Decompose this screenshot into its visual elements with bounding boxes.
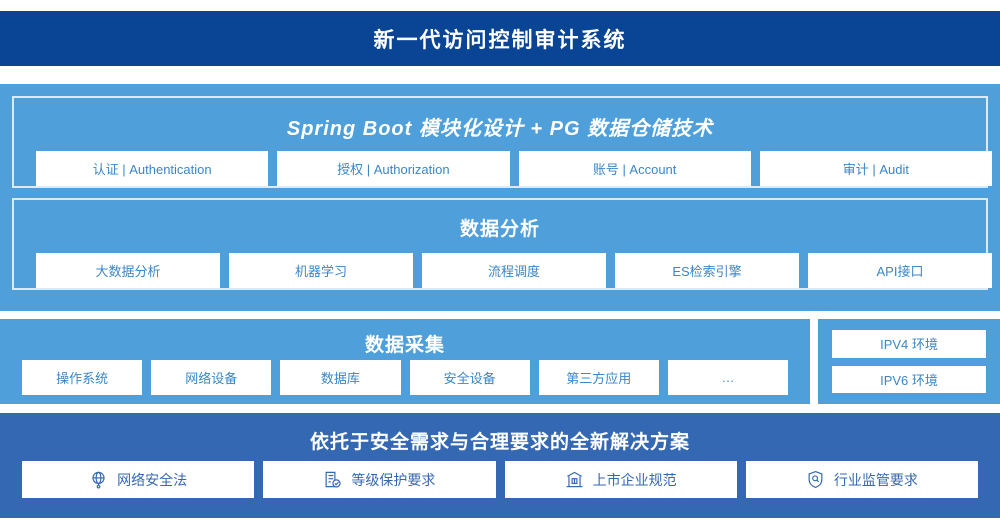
card-industry-supervision[interactable]: 行业监管要求: [745, 461, 978, 498]
card-network-device[interactable]: 网络设备: [151, 360, 272, 395]
card-label: 上市企业规范: [592, 471, 677, 488]
card-ipv6-environment[interactable]: IPV6 环境: [832, 365, 986, 393]
card-label: 等级保护要求: [351, 471, 436, 488]
document-check-icon: [323, 470, 342, 489]
bank-icon: [565, 470, 584, 489]
page-header: 新一代访问控制审计系统: [0, 11, 1000, 66]
card-authentication[interactable]: 认证 | Authentication: [36, 151, 269, 186]
architecture-panel: Spring Boot 模块化设计 + PG 数据仓储技术 认证 | Authe…: [0, 84, 1000, 311]
data-analysis-title: 数据分析: [459, 219, 540, 240]
card-security-device[interactable]: 安全设备: [409, 360, 530, 395]
spring-boot-group: Spring Boot 模块化设计 + PG 数据仓储技术 认证 | Authe…: [12, 96, 992, 188]
shield-search-icon: [806, 470, 825, 489]
data-collection-card-row: 操作系统 网络设备 数据库 安全设备 第三方应用 …: [22, 360, 789, 395]
data-analysis-group: 数据分析 大数据分析 机器学习 流程调度 ES检索引擎 API接口: [12, 198, 992, 290]
page-title: 新一代访问控制审计系统: [373, 28, 627, 52]
card-process-scheduling[interactable]: 流程调度: [422, 253, 606, 288]
card-more-ellipsis[interactable]: …: [667, 360, 789, 395]
card-database[interactable]: 数据库: [280, 360, 401, 395]
card-listed-company-standard[interactable]: 上市企业规范: [504, 461, 737, 498]
card-label: 网络安全法: [117, 471, 188, 488]
data-analysis-card-row: 大数据分析 机器学习 流程调度 ES检索引擎 API接口: [36, 253, 992, 288]
card-audit[interactable]: 审计 | Audit: [759, 151, 992, 186]
solutions-card-row: 网络安全法 等级保护要求: [22, 461, 978, 498]
solutions-panel: 依托于安全需求与合理要求的全新解决方案 网络安全法: [0, 413, 1000, 518]
environment-panel: IPV4 环境 IPV6 环境: [818, 319, 1000, 404]
globe-icon: [89, 470, 108, 489]
spring-boot-card-row: 认证 | Authentication 授权 | Authorization 账…: [36, 151, 992, 186]
card-api-interface[interactable]: API接口: [808, 253, 992, 288]
card-es-search-engine[interactable]: ES检索引擎: [615, 253, 799, 288]
card-cybersecurity-law[interactable]: 网络安全法: [22, 461, 255, 498]
card-classified-protection[interactable]: 等级保护要求: [263, 461, 496, 498]
card-big-data-analysis[interactable]: 大数据分析: [36, 253, 220, 288]
card-ipv4-environment[interactable]: IPV4 环境: [832, 330, 986, 358]
data-collection-title: 数据采集: [364, 335, 445, 356]
card-third-party-app[interactable]: 第三方应用: [538, 360, 659, 395]
card-operating-system[interactable]: 操作系统: [22, 360, 143, 395]
card-account[interactable]: 账号 | Account: [518, 151, 751, 186]
card-authorization[interactable]: 授权 | Authorization: [277, 151, 510, 186]
data-collection-panel: 数据采集 操作系统 网络设备 数据库 安全设备 第三方应用 …: [0, 319, 810, 404]
card-label: 行业监管要求: [833, 471, 918, 488]
card-machine-learning[interactable]: 机器学习: [229, 253, 413, 288]
spring-boot-title: Spring Boot 模块化设计 + PG 数据仓储技术: [286, 118, 714, 140]
solutions-title: 依托于安全需求与合理要求的全新解决方案: [309, 432, 690, 453]
environment-card-column: IPV4 环境 IPV6 环境: [832, 330, 986, 393]
